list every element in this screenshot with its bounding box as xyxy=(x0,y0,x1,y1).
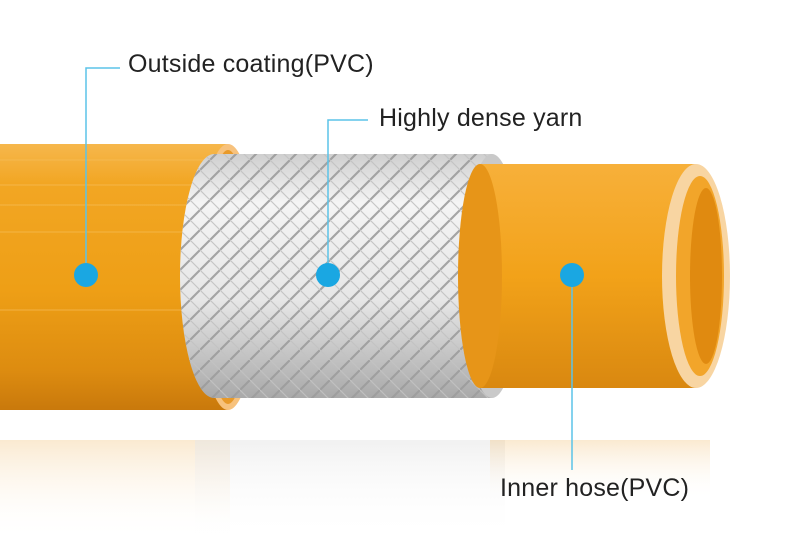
leader-outer xyxy=(74,67,120,287)
leader-yarn xyxy=(316,119,368,287)
marker-outer-dot xyxy=(74,263,98,287)
inner-hose xyxy=(458,164,730,388)
label-highly-dense-yarn: Highly dense yarn xyxy=(379,104,583,132)
marker-inner-dot xyxy=(560,263,584,287)
leader-inner xyxy=(560,263,584,470)
label-outside-coating: Outside coating(PVC) xyxy=(128,50,374,78)
label-inner-hose: Inner hose(PVC) xyxy=(500,474,690,502)
floor-reflection xyxy=(0,440,710,540)
marker-yarn-dot xyxy=(316,263,340,287)
